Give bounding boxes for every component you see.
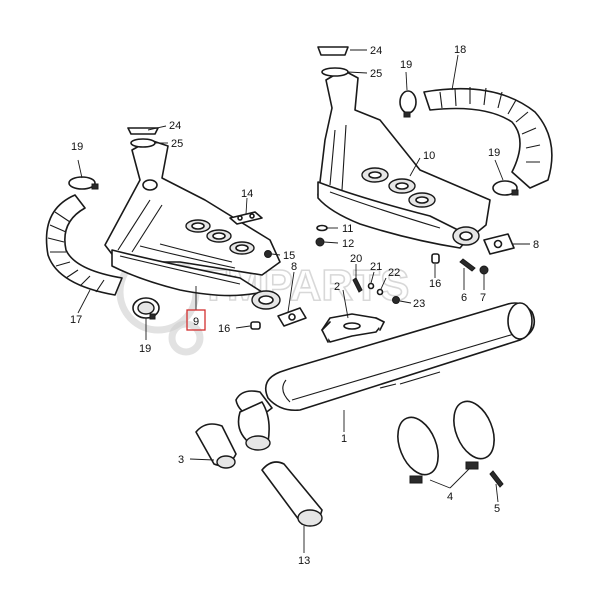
left-heat-exchanger [104,127,281,310]
callout-13: 13 [298,555,310,567]
right-seal-ring [321,67,349,77]
callout-24-left: 24 [169,120,181,132]
bolt-20 [352,277,363,293]
callout-19-left-bottom: 19 [139,343,151,355]
right-hose-clamp-bottom [492,180,519,196]
callout-20: 20 [350,253,362,265]
callout-19-right-top: 19 [400,59,412,71]
callout-16-left: 16 [218,323,230,335]
nut-7 [479,265,489,275]
callout-12: 12 [342,238,354,250]
callout-8-left: 8 [291,261,297,273]
left-hose-clamp-bottom [132,297,160,320]
callout-9: 9 [193,316,199,328]
callout-3: 3 [178,454,184,466]
callout-6: 6 [461,292,467,304]
callout-5: 5 [494,503,500,515]
muffler [235,302,536,451]
muffler-clamp-right [453,400,495,470]
nut-15 [264,250,272,258]
callout-15: 15 [283,250,295,262]
muffler-clamp-left [397,416,439,484]
callout-16-right: 16 [429,278,441,290]
left-seal-ring [130,138,156,148]
left-port-flanges [185,219,255,255]
gasket-8-left [277,307,307,327]
washer-22 [376,288,384,296]
callout-24-right: 24 [370,45,382,57]
watermark-small-gear-icon [168,320,204,356]
exhaust-pipe-3 [195,423,237,469]
tailpipe-13 [261,461,323,527]
right-hose-clamp-top [399,90,417,118]
callout-8-right: 8 [533,239,539,251]
sleeve-16-right [431,253,440,264]
callout-17: 17 [70,314,82,326]
nut-23 [392,296,400,304]
left-hose-clamp-top [68,176,99,190]
left-heater-hose [45,194,123,296]
gasket-8-right [483,233,515,255]
washer-21 [367,282,375,290]
bolt-5 [489,470,504,488]
callout-21: 21 [370,261,382,273]
muffler-bracket [321,313,385,343]
leader-lines [77,49,530,553]
bolt-6 [459,258,476,272]
callout-1: 1 [341,433,347,445]
callout-14: 14 [241,188,253,200]
callout-25-left: 25 [171,138,183,150]
callout-19-right-bottom: 19 [488,147,500,159]
callout-22: 22 [388,267,400,279]
callout-19-left-top: 19 [71,141,83,153]
callout-labels: 1 2 3 4 5 6 7 8 8 9 10 11 12 13 14 15 16… [70,44,539,567]
right-clamp-cap [317,46,349,56]
callout-18: 18 [454,44,466,56]
highlight-box-part-9 [186,309,206,331]
washer-11 [316,224,328,232]
callout-25-right: 25 [370,68,382,80]
gasket-14 [229,211,263,225]
callout-11: 11 [342,223,353,235]
callout-2: 2 [334,281,340,293]
callout-7: 7 [480,292,486,304]
right-port-flanges [361,167,436,208]
callout-23: 23 [413,298,425,310]
sleeve-16-left [250,321,261,330]
callout-4: 4 [447,491,453,503]
callout-10: 10 [423,150,435,162]
nut-12 [315,237,325,247]
right-heat-exchanger [317,46,491,249]
right-heater-hose [423,87,553,189]
